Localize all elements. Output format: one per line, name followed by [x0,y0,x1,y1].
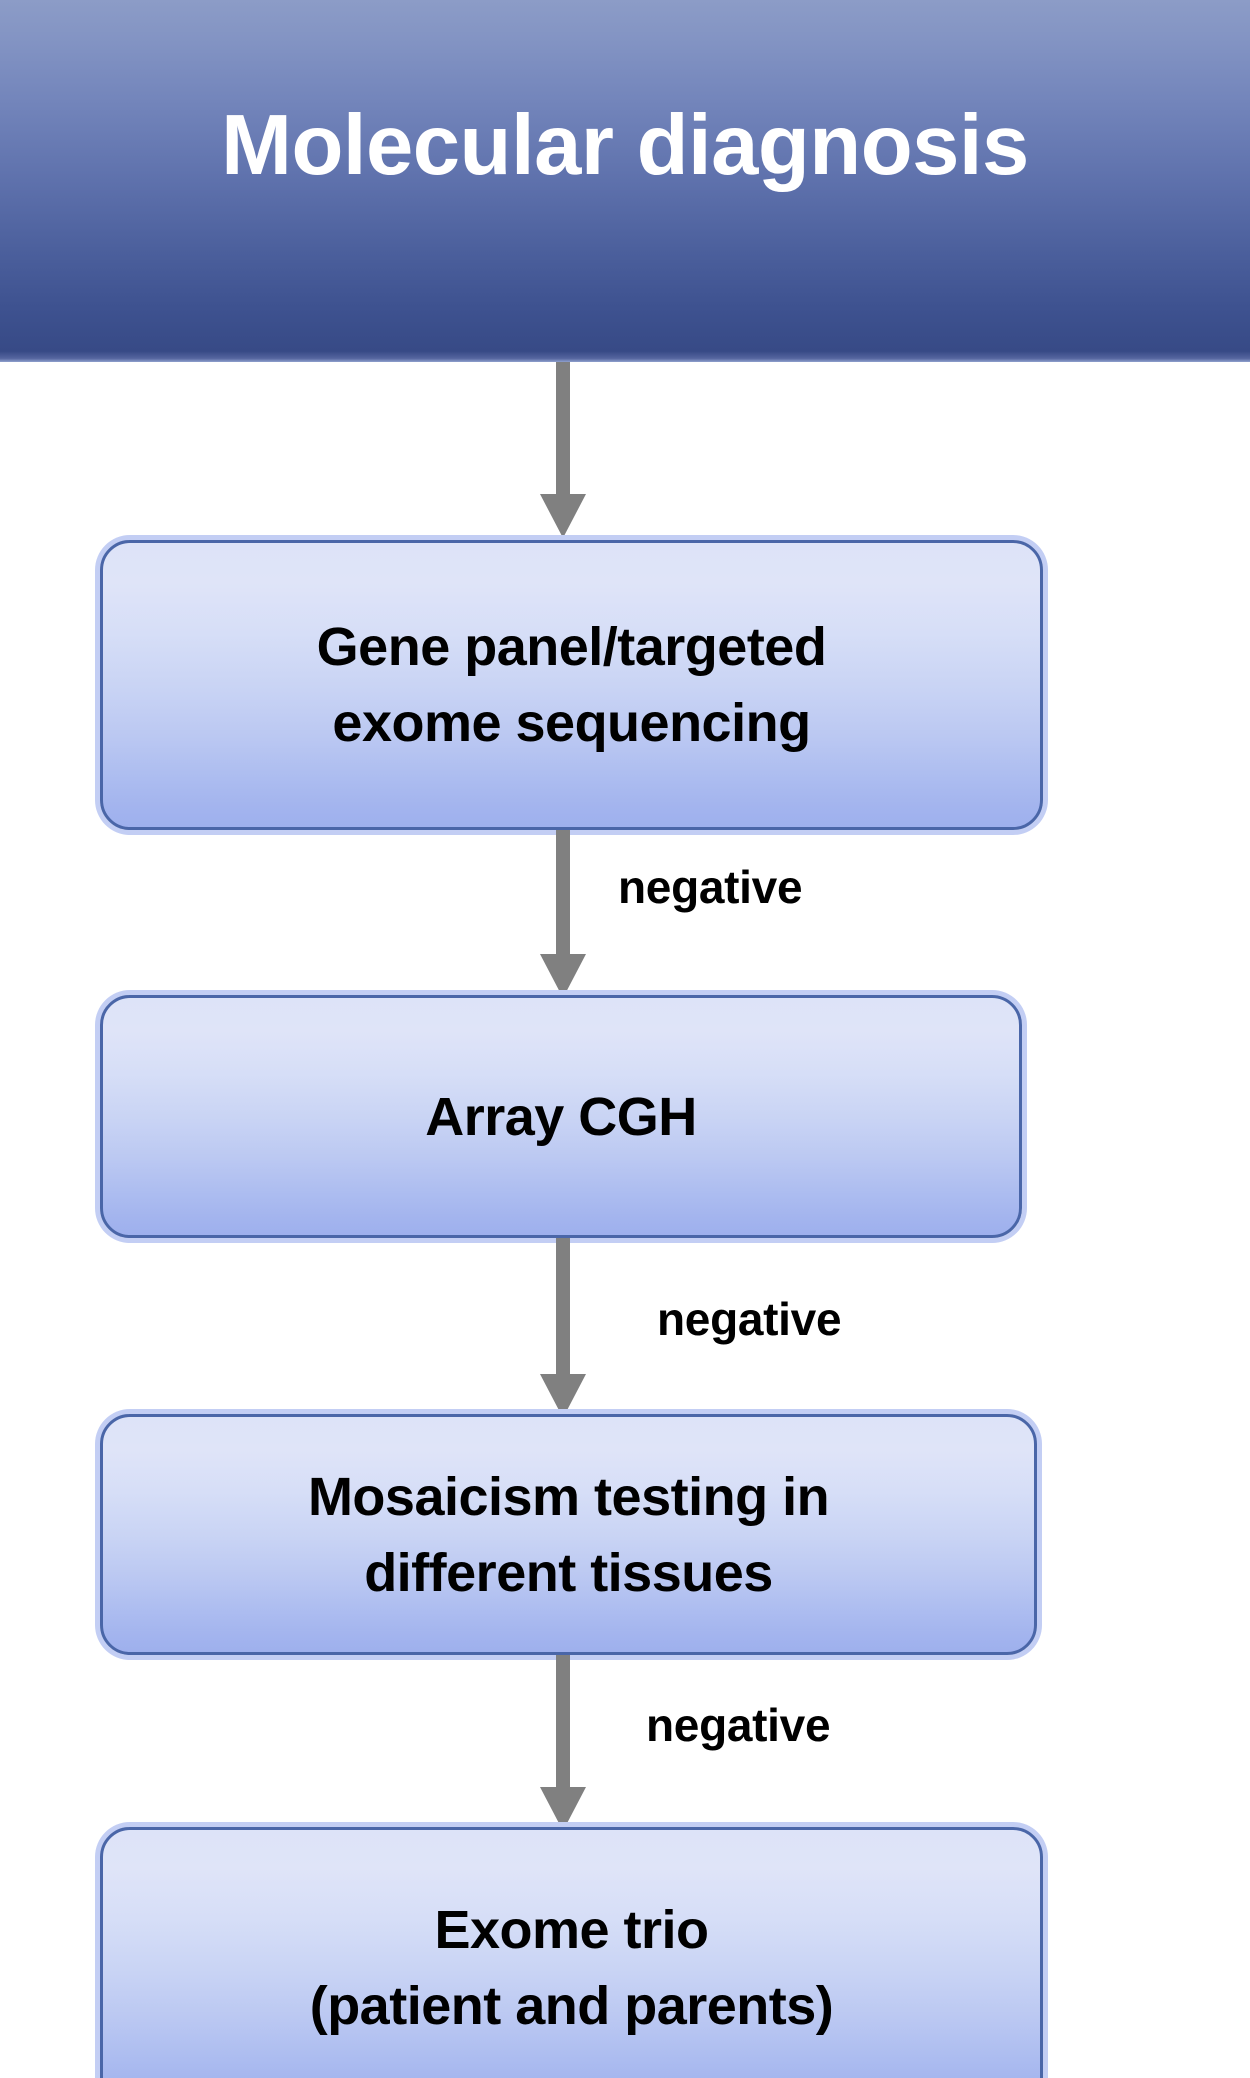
arrow-gene-panel-to-array-cgh [540,830,586,998]
flow-node-line-2: (patient and parents) [309,1976,834,2036]
arrow-array-cgh-to-mosaicism [540,1238,586,1418]
flow-node-mosaicism[interactable]: Mosaicism testing in different tissues [100,1414,1037,1655]
flow-node-exome-trio[interactable]: Exome trio (patient and parents) [100,1827,1043,2078]
flow-node-line-2: exome sequencing [332,693,811,753]
flow-node-line-1: Array CGH [425,1086,697,1147]
flow-node-array-cgh[interactable]: Array CGH [100,995,1022,1238]
flow-node-gene-panel[interactable]: Gene panel/targeted exome sequencing [100,540,1043,830]
flow-node-line-1: Gene panel/targeted [316,617,827,677]
flow-node-label: Array CGH [409,1079,713,1155]
edge-label-negative-3: negative [646,1699,831,1751]
flow-node-line-1: Mosaicism testing in [307,1466,830,1527]
arrow-header-to-gene-panel [540,362,586,538]
edge-label-negative-2: negative [657,1293,842,1345]
page-title: Molecular diagnosis [221,98,1029,193]
flow-node-label: Gene panel/targeted exome sequencing [301,609,843,761]
edge-label-negative-1: negative [618,861,803,913]
flow-node-line-2: different tissues [364,1542,773,1603]
arrow-mosaicism-to-exome-trio [540,1655,586,1831]
flow-node-line-1: Exome trio [434,1900,709,1960]
flow-node-label: Mosaicism testing in different tissues [292,1459,845,1611]
flow-node-label: Exome trio (patient and parents) [294,1892,850,2044]
header-banner: Molecular diagnosis [0,0,1250,362]
